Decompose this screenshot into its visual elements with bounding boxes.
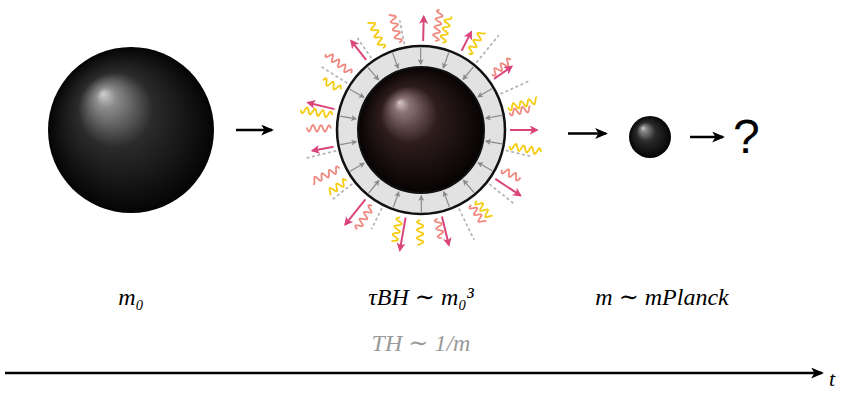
- black-hole-figure: [290, 0, 552, 260]
- radiation-wave: [326, 54, 352, 73]
- radiation-wave: [368, 22, 386, 48]
- node-caption: m₀: [31, 282, 231, 312]
- radiation-wave: [313, 166, 339, 184]
- radiation-wave: [510, 144, 541, 154]
- arrow-connector: [568, 132, 606, 135]
- radiation-wave: [435, 218, 443, 238]
- infall-arrow: [443, 53, 448, 68]
- radiation-dots: [501, 81, 530, 94]
- radiation-arrow: [312, 147, 333, 151]
- node-caption: TH ∼ 1/m: [321, 328, 521, 358]
- infall-arrow: [393, 192, 398, 207]
- black-hole-node: m₀: [48, 47, 214, 213]
- radiation-dots: [358, 39, 371, 58]
- black-hole: [629, 116, 671, 158]
- radiation-wave: [469, 33, 486, 54]
- radiation-dots: [459, 209, 473, 239]
- radiation-wave: [508, 97, 537, 110]
- radiation-wave: [330, 179, 347, 195]
- axis-label: t: [829, 368, 835, 390]
- infall-arrow: [369, 181, 379, 193]
- infall-arrow: [444, 192, 450, 207]
- radiation-dots: [372, 209, 382, 229]
- arrow-connector: [690, 136, 723, 139]
- radiation-wave: [417, 220, 423, 245]
- infall-arrow: [486, 115, 502, 118]
- radiation-dots: [507, 151, 533, 157]
- black-hole-figure: [48, 47, 214, 213]
- infall-arrow: [486, 141, 502, 144]
- black-hole: [358, 67, 484, 193]
- radiation-wave: [307, 125, 331, 132]
- radiation-arrow: [494, 67, 512, 79]
- question-mark: ?: [733, 110, 762, 164]
- radiation-wave: [502, 170, 521, 181]
- infall-arrow: [340, 142, 356, 145]
- radiation-arrow: [422, 17, 425, 41]
- infall-arrow: [350, 163, 364, 171]
- radiation-dots: [477, 36, 498, 62]
- time-axis: [5, 372, 822, 375]
- infall-arrow: [463, 67, 473, 79]
- arrow-connector: [236, 129, 272, 132]
- radiation-wave: [391, 218, 401, 242]
- radiation-wave: [323, 78, 341, 89]
- evaporation-band: [347, 56, 495, 204]
- radiation-dots: [490, 185, 516, 205]
- infall-arrow: [478, 89, 492, 97]
- node-caption: τBH ∼ m₀³: [321, 282, 521, 312]
- radiation-dots: [305, 151, 335, 158]
- text-node: ?: [733, 110, 762, 164]
- radiation-wave: [389, 14, 402, 42]
- radiation-arrow: [510, 129, 537, 131]
- infall-arrow: [478, 163, 492, 171]
- infall-arrow: [421, 196, 422, 212]
- radiation-arrow: [308, 103, 334, 109]
- infall-arrow: [464, 180, 474, 192]
- radiation-dots: [400, 21, 404, 44]
- infall-arrow: [368, 67, 378, 79]
- radiation-wave: [301, 108, 333, 118]
- black-hole: [48, 47, 214, 213]
- black-hole-figure: [629, 116, 671, 158]
- infall-arrow: [350, 89, 364, 97]
- black-hole-node: m ∼ mPlanck: [629, 116, 671, 158]
- radiation-arrow: [345, 199, 365, 224]
- radiation-arrow: [351, 41, 366, 60]
- radiation-wave: [469, 205, 486, 222]
- radiation-dots: [322, 67, 347, 83]
- radiation-wave: [441, 17, 452, 43]
- band-outline: [337, 46, 505, 214]
- infall-arrow: [420, 48, 421, 64]
- black-hole-node: τBH ∼ m₀³TH ∼ 1/m: [290, 0, 552, 260]
- infall-arrow: [340, 116, 356, 119]
- infall-arrow: [393, 53, 399, 68]
- radiation-wave: [509, 106, 530, 116]
- node-caption: m ∼ mPlanck: [562, 282, 762, 312]
